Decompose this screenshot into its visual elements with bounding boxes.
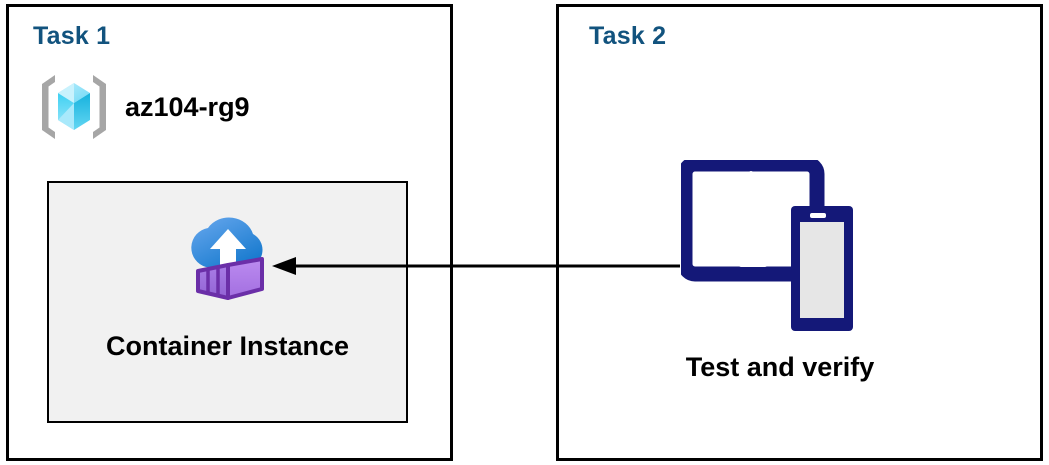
task-1-title: Task 1 xyxy=(33,22,111,50)
azure-resource-group-icon xyxy=(42,75,106,139)
test-verify-label: Test and verify xyxy=(685,352,875,382)
task-2-title: Task 2 xyxy=(589,22,667,50)
task-panel-1: Task 1 xyxy=(6,4,453,461)
container-instance-box: Container Instance xyxy=(47,181,408,423)
resource-group-row: az104-rg9 xyxy=(35,68,250,146)
resource-group-name: az104-rg9 xyxy=(125,91,250,122)
flow-arrow xyxy=(272,257,680,275)
tablet-and-phone-icon xyxy=(681,160,853,331)
container-instance-label: Container Instance xyxy=(105,331,350,361)
azure-container-instance-icon xyxy=(190,217,264,300)
